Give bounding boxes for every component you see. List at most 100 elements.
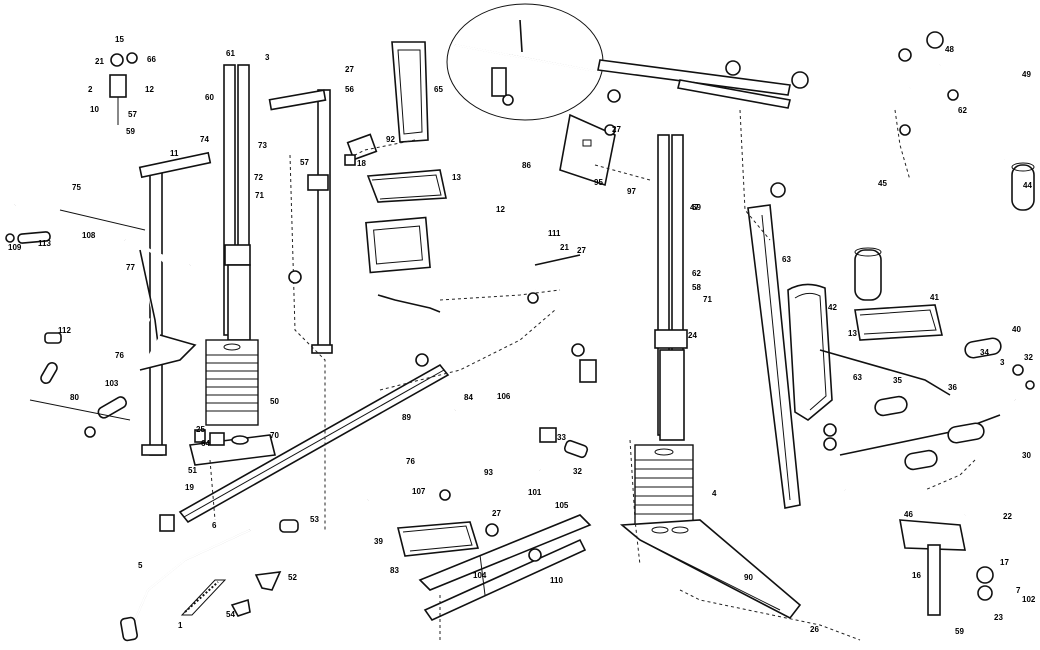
- part-callout: 65: [434, 85, 443, 94]
- part-callout: 108: [82, 231, 96, 240]
- part-callout: 59: [955, 627, 964, 636]
- chain-strap: [180, 579, 227, 616]
- part-callout: 74: [200, 135, 209, 144]
- part-callout: 27: [577, 246, 586, 255]
- part-callout: 45: [878, 179, 887, 188]
- bench-base-frame: [418, 514, 592, 622]
- part-callout: 58: [692, 283, 701, 292]
- part-callout: 49: [1022, 70, 1031, 79]
- part-callout: 3: [1000, 358, 1005, 367]
- part-callout: 104: [473, 571, 487, 580]
- part-callout: 50: [270, 397, 279, 406]
- lat-bar: [120, 519, 299, 642]
- part-callout: 22: [1003, 512, 1012, 521]
- seat-pad-center: [366, 169, 447, 203]
- part-callout: 16: [912, 571, 921, 580]
- part-callout: 2: [88, 85, 93, 94]
- bench-seat-104: [396, 521, 480, 557]
- left-tower-post: [138, 151, 212, 456]
- part-callout: 13: [848, 329, 857, 338]
- part-callout: 106: [497, 392, 511, 401]
- leg-extension-frame: [819, 349, 1001, 456]
- lower-left-arm: [43, 310, 197, 371]
- right-tall-column: [654, 134, 688, 441]
- part-callout: 46: [904, 510, 913, 519]
- part-callout: 35: [893, 376, 902, 385]
- left-arm-bar: [14, 196, 151, 231]
- press-arm-47: [939, 56, 1014, 161]
- part-callout: 24: [688, 331, 697, 340]
- part-callout: 107: [412, 487, 426, 496]
- part-callout: 93: [484, 468, 493, 477]
- part-callout: 34: [980, 348, 989, 357]
- center-left-column: [223, 64, 251, 341]
- part-callout: 75: [72, 183, 81, 192]
- part-callout: 41: [930, 293, 939, 302]
- part-callout: 32: [1024, 353, 1033, 362]
- part-callout: 7: [1016, 586, 1021, 595]
- part-callout: 73: [258, 141, 267, 150]
- part-callout: 64: [201, 439, 210, 448]
- assembly-guides: [209, 109, 976, 641]
- part-callout: 47: [690, 203, 699, 212]
- part-callout: 62: [958, 106, 967, 115]
- part-callout: 60: [205, 93, 214, 102]
- base-cross-plate: [189, 432, 276, 466]
- part-callout: 77: [126, 263, 135, 272]
- roller-pad-45-right: [1011, 162, 1035, 211]
- part-callout: 18: [357, 159, 366, 168]
- part-callout: 27: [492, 509, 501, 518]
- part-callout: 62: [692, 269, 701, 278]
- part-callout: 5: [138, 561, 143, 570]
- part-callout: 30: [1022, 451, 1031, 460]
- part-callout: 39: [374, 537, 383, 546]
- part-callout: 56: [345, 85, 354, 94]
- part-callout: 12: [496, 205, 505, 214]
- part-callout: 63: [782, 255, 791, 264]
- part-callout: 17: [1000, 558, 1009, 567]
- top-cross-beam: [597, 59, 809, 109]
- base-rail-right: [619, 519, 802, 620]
- press-arm-48: [854, 85, 911, 261]
- part-callout: 48: [945, 45, 954, 54]
- part-callout: 69: [692, 203, 701, 212]
- part-callout: 84: [464, 393, 473, 402]
- part-callout: 59: [126, 127, 135, 136]
- seat-pad-right: [854, 304, 943, 341]
- part-callout: 57: [128, 110, 137, 119]
- part-callout: 4: [712, 489, 717, 498]
- part-callout: 19: [185, 483, 194, 492]
- part-callout: 13: [452, 173, 461, 182]
- end-cap-51: [159, 514, 175, 532]
- part-callout: 51: [188, 466, 197, 475]
- part-callout: 27: [612, 125, 621, 134]
- center-upright-post: [268, 89, 333, 354]
- part-callout: 95: [594, 178, 603, 187]
- part-callout: 109: [8, 243, 22, 252]
- long-base-rail: [178, 353, 450, 524]
- part-callout: 105: [555, 501, 569, 510]
- part-callout: 12: [145, 85, 154, 94]
- weight-stack-left: [205, 339, 259, 426]
- part-callout: 90: [744, 573, 753, 582]
- part-callout: 53: [310, 515, 319, 524]
- bench-frame-center: [367, 401, 589, 502]
- part-callout: 72: [254, 173, 263, 182]
- part-callout: 1: [178, 621, 183, 630]
- part-callout: 10: [90, 105, 99, 114]
- part-callout: 97: [627, 187, 636, 196]
- part-callout: 33: [557, 433, 566, 442]
- part-callout: 26: [810, 625, 819, 634]
- part-callout: 71: [255, 191, 264, 200]
- bracket-plate: [346, 133, 378, 161]
- part-callout: 54: [226, 610, 235, 619]
- part-callout: 71: [703, 295, 712, 304]
- part-callout: 101: [528, 488, 542, 497]
- part-callout: 83: [390, 566, 399, 575]
- part-callout: 21: [95, 57, 104, 66]
- part-callout: 25: [196, 425, 205, 434]
- part-callout: 3: [265, 53, 270, 62]
- part-callout: 15: [115, 35, 124, 44]
